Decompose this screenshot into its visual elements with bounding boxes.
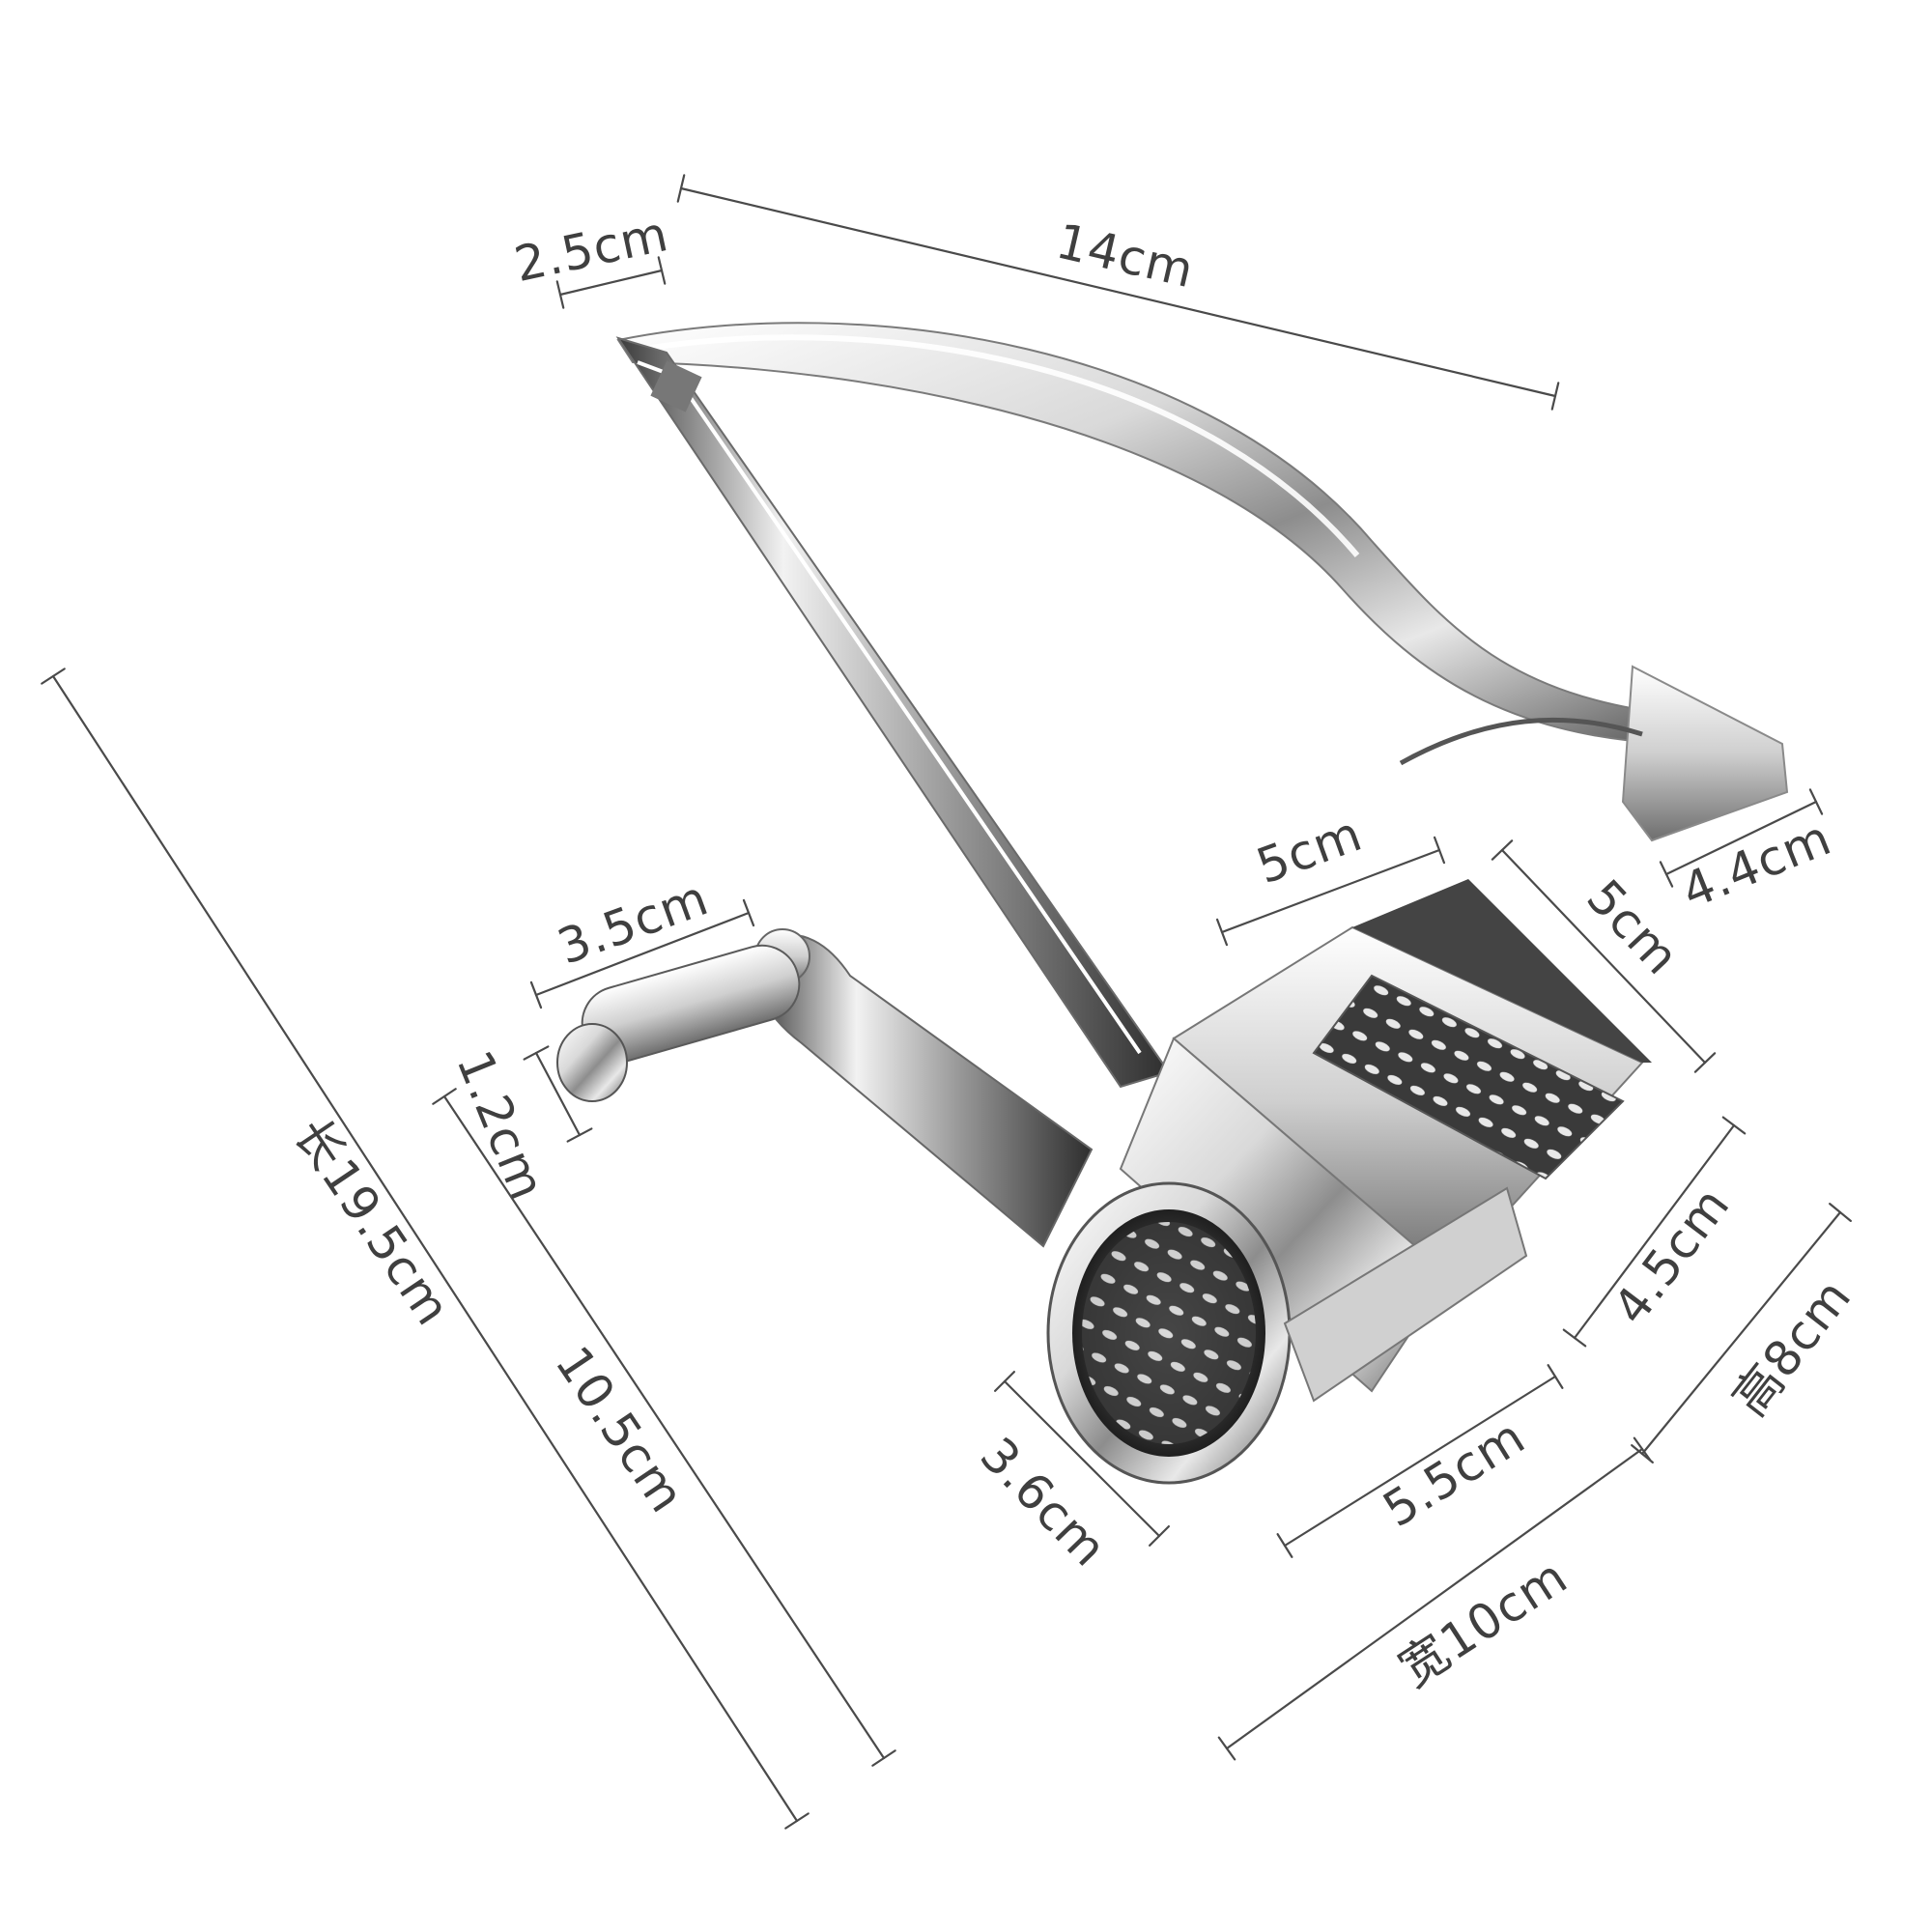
dimension-tick-handle-pad-end [1808, 788, 1824, 815]
press-handle [616, 322, 1789, 842]
dimension-line-handle-pad [1664, 800, 1818, 876]
dimension-tick-handle-pad-start [1659, 861, 1674, 888]
dimension-tick-handle-tip-start [555, 280, 565, 309]
dimension-line-total-width [1225, 1447, 1644, 1750]
dimension-tick-body-height-start [432, 1088, 457, 1105]
dimension-tick-drum-diameter-end [1149, 1525, 1170, 1547]
dimension-line-crank-arm [534, 911, 751, 997]
dimension-tick-handle-length-start [676, 174, 686, 203]
dimension-line-handle-length [679, 186, 1557, 398]
dimension-tick-hopper-depth-end [1693, 1052, 1717, 1073]
dimension-tick-knob-diameter-end [523, 1045, 550, 1061]
dimension-tick-crank-arm-end [742, 898, 755, 927]
dimension-tick-hopper-width-end [1433, 836, 1446, 865]
dimension-tick-total-length-end [784, 1812, 810, 1830]
grating-drum [1046, 1181, 1528, 1485]
dimension-lines [41, 174, 1852, 1830]
dimension-tick-total-height-start [1631, 1444, 1654, 1463]
dimension-tick-hopper-height-start [1562, 1328, 1587, 1348]
dimension-tick-drum-length-start [1276, 1533, 1293, 1558]
dimension-line-drum-diameter [1003, 1379, 1161, 1538]
dimension-tick-total-width-start [1217, 1736, 1236, 1761]
dimension-line-total-length [51, 674, 799, 1823]
dimension-line-hopper-width [1220, 848, 1441, 934]
dimension-line-handle-tip [558, 269, 664, 297]
crank-arm [754, 928, 1094, 1248]
dimension-line-hopper-height [1573, 1123, 1736, 1340]
dimension-line-knob-diameter [534, 1051, 582, 1137]
dimension-tick-crank-arm-start [529, 980, 543, 1009]
dimension-tick-hopper-depth-start [1491, 839, 1514, 861]
dimension-tick-body-height-end [871, 1749, 896, 1767]
dimension-line-hopper-depth [1500, 848, 1707, 1065]
dimension-line-body-height [442, 1094, 886, 1760]
dimension-tick-hopper-height-end [1721, 1116, 1747, 1135]
dimension-line-drum-length [1283, 1375, 1557, 1548]
dimension-tick-total-length-start [41, 668, 66, 685]
press-arm [615, 336, 1171, 1089]
crank-knob [556, 944, 801, 1102]
dimension-tick-total-height-end [1829, 1203, 1852, 1222]
dimension-tick-drum-length-end [1547, 1364, 1564, 1389]
dimension-tick-handle-length-end [1550, 382, 1560, 411]
dimension-tick-knob-diameter-start [566, 1127, 593, 1143]
dimension-tick-total-width-end [1633, 1436, 1652, 1462]
dimension-line-total-height [1640, 1210, 1842, 1456]
dimension-tick-handle-tip-end [657, 256, 667, 285]
dimension-tick-drum-diameter-start [994, 1371, 1015, 1392]
dimension-tick-hopper-width-start [1215, 918, 1229, 947]
